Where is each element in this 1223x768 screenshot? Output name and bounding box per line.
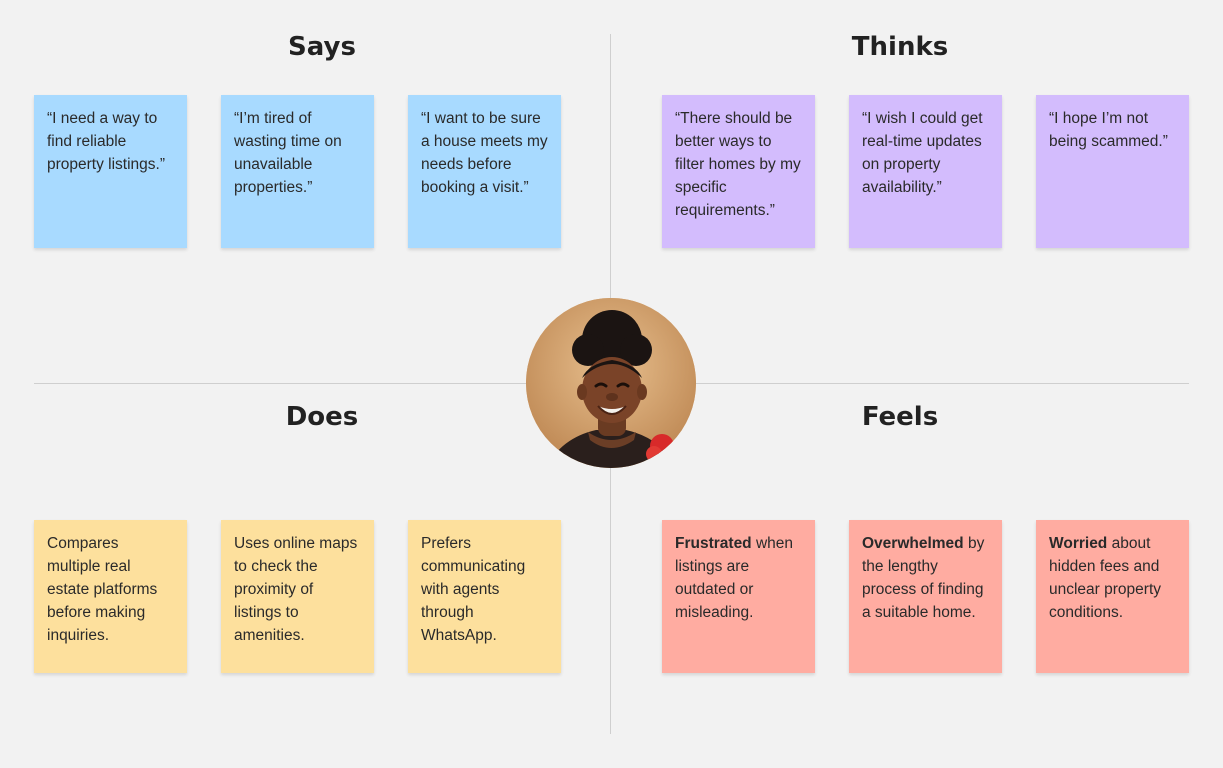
does-title: Does — [285, 402, 359, 432]
feels-note-2-text: by the lengthy process of finding a suit… — [862, 535, 985, 621]
thinks-note-2[interactable]: “I wish I could get real-time updates on… — [849, 95, 1002, 248]
thinks-note-3[interactable]: “I hope I’m not being scammed.” — [1036, 95, 1189, 248]
feels-note-3[interactable]: Worried about hidden fees and unclear pr… — [1036, 520, 1189, 673]
persona-photo-icon — [526, 298, 696, 468]
says-note-3[interactable]: “I want to be sure a house meets my need… — [408, 95, 561, 248]
does-note-3[interactable]: Prefers communicating with agents throug… — [408, 520, 561, 673]
feels-note-2-emphasis: Overwhelmed — [862, 535, 964, 552]
thinks-title: Thinks — [851, 32, 949, 62]
says-note-1[interactable]: “I need a way to find reliable property … — [34, 95, 187, 248]
does-note-1[interactable]: Compares multiple real estate platforms … — [34, 520, 187, 673]
thinks-note-1[interactable]: “There should be better ways to filter h… — [662, 95, 815, 248]
feels-note-1-text: when listings are outdated or misleading… — [675, 535, 794, 621]
feels-title: Feels — [861, 402, 939, 432]
does-note-2[interactable]: Uses online maps to check the proximity … — [221, 520, 374, 673]
feels-note-3-text: about hidden fees and unclear property c… — [1049, 535, 1162, 621]
feels-note-2[interactable]: Overwhelmed by the lengthy process of fi… — [849, 520, 1002, 673]
persona-avatar — [526, 298, 696, 468]
feels-note-3-emphasis: Worried — [1049, 535, 1108, 552]
feels-note-1-emphasis: Frustrated — [675, 535, 752, 552]
says-note-2[interactable]: “I’m tired of wasting time on unavailabl… — [221, 95, 374, 248]
says-title: Says — [288, 32, 356, 62]
feels-note-1[interactable]: Frustrated when listings are outdated or… — [662, 520, 815, 673]
